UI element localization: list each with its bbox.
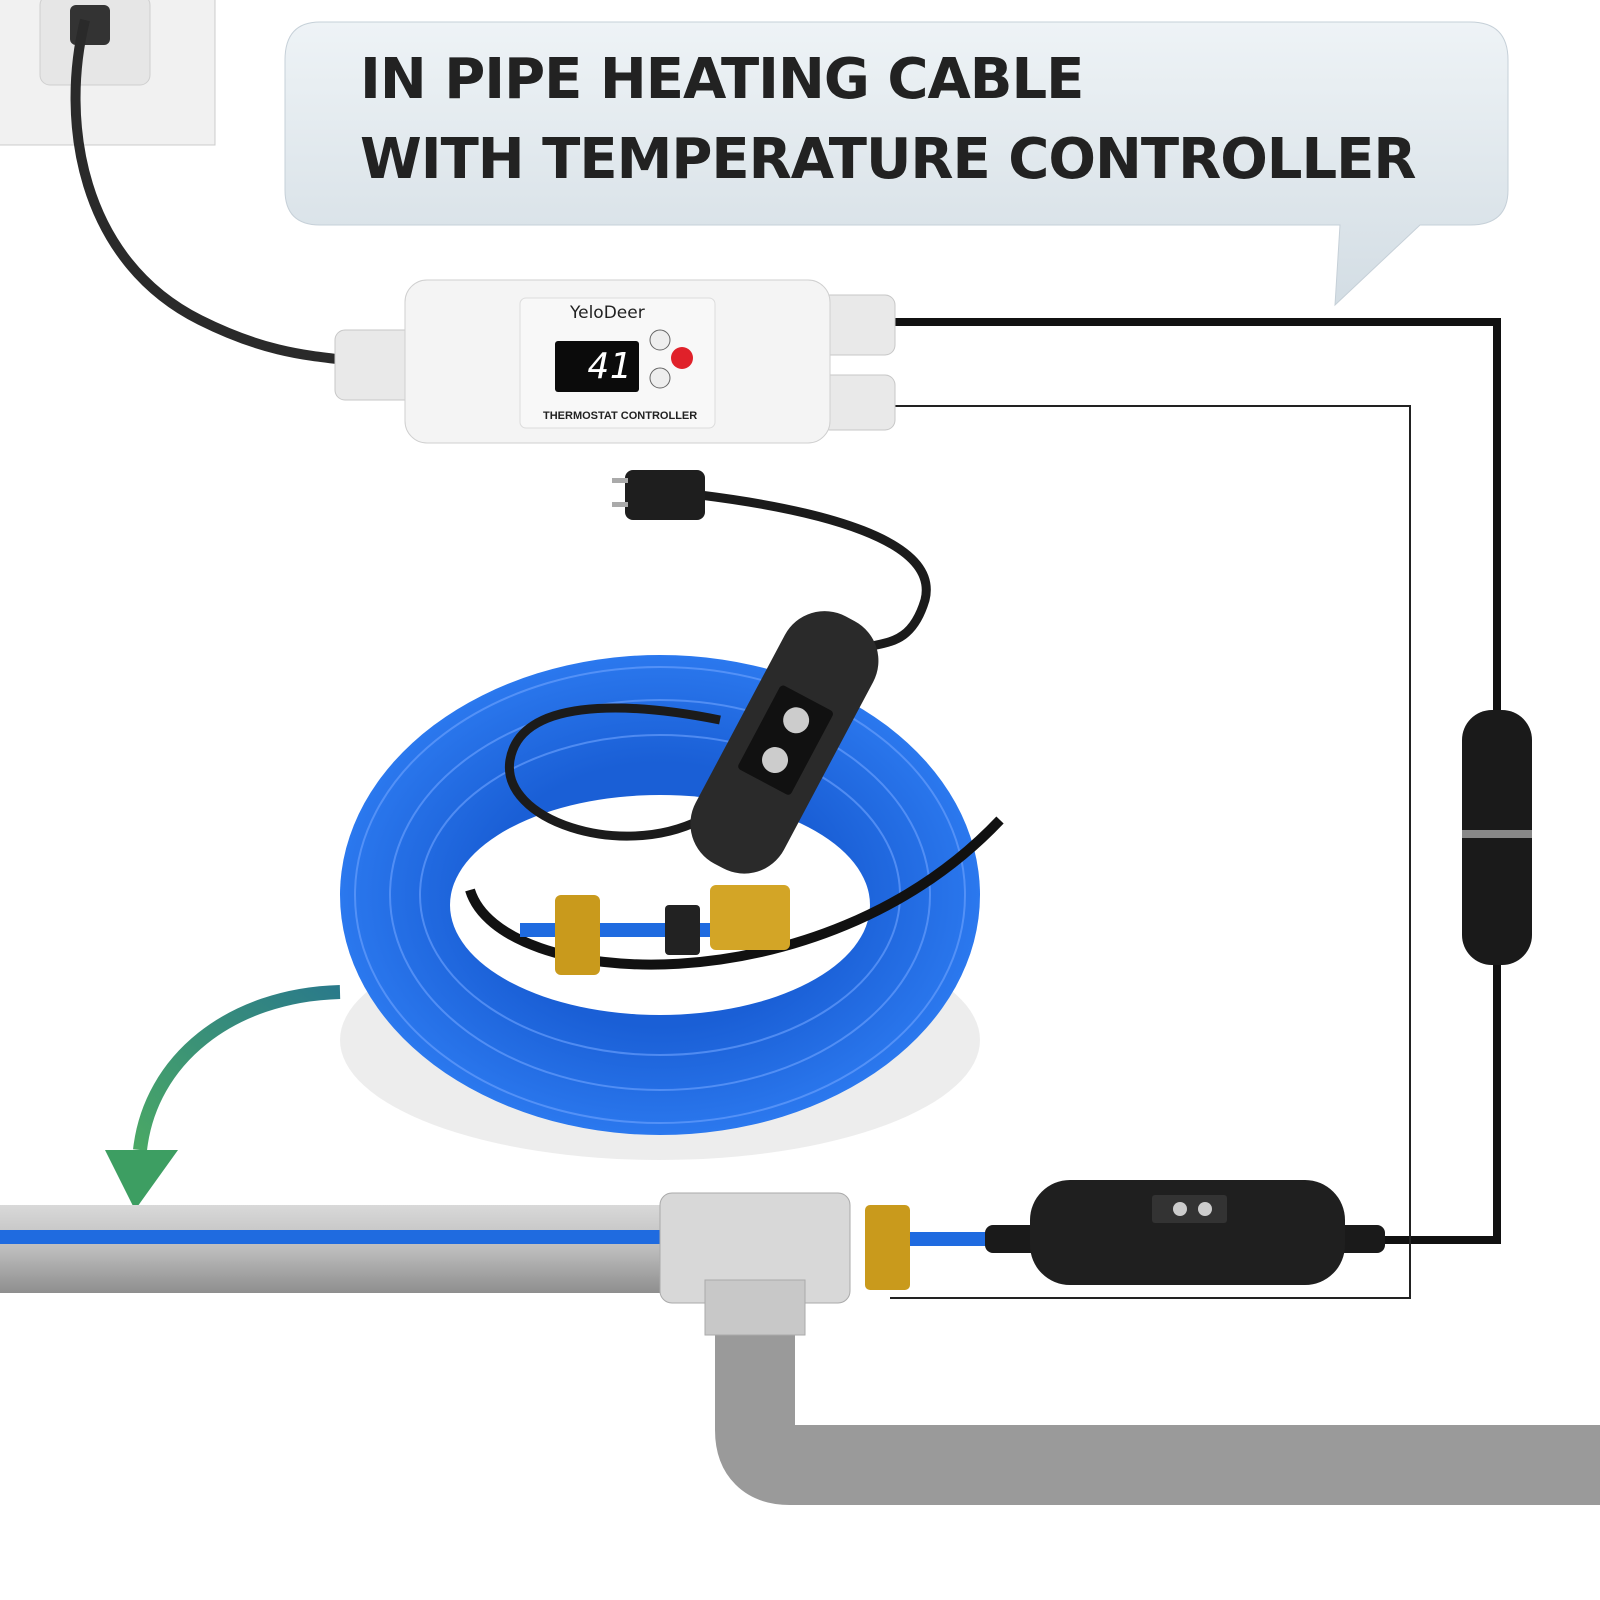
plug — [612, 470, 705, 520]
title-bubble — [284, 21, 1509, 307]
wall-outlet — [0, 0, 216, 146]
thin-sensor-wire — [890, 405, 1411, 1299]
power-cord — [70, 18, 346, 365]
title-line-2: WITH TEMPERATURE CONTROLLER — [360, 127, 1417, 192]
temperature-display: 41 — [555, 341, 639, 392]
brand-logo: YeloDeer — [570, 303, 645, 323]
gfci-plug-unit — [690, 611, 879, 874]
green-arrow — [133, 985, 341, 1151]
gfci-cord — [505, 703, 721, 841]
inline-connector — [1462, 710, 1532, 965]
title-line-1: IN PIPE HEATING CABLE — [360, 47, 1084, 112]
water-pipe — [0, 1192, 1600, 1505]
green-arrow-head — [105, 1150, 178, 1210]
page-title: IN PIPE HEATING CABLE WITH TEMPERATURE C… — [360, 40, 1417, 200]
controller-label: THERMOSTAT CONTROLLER — [543, 410, 698, 422]
heating-cable-coil — [340, 655, 1004, 1160]
thick-cable — [895, 318, 1501, 1244]
plug-cord — [699, 490, 931, 655]
inline-gfci-unit — [985, 1180, 1385, 1285]
